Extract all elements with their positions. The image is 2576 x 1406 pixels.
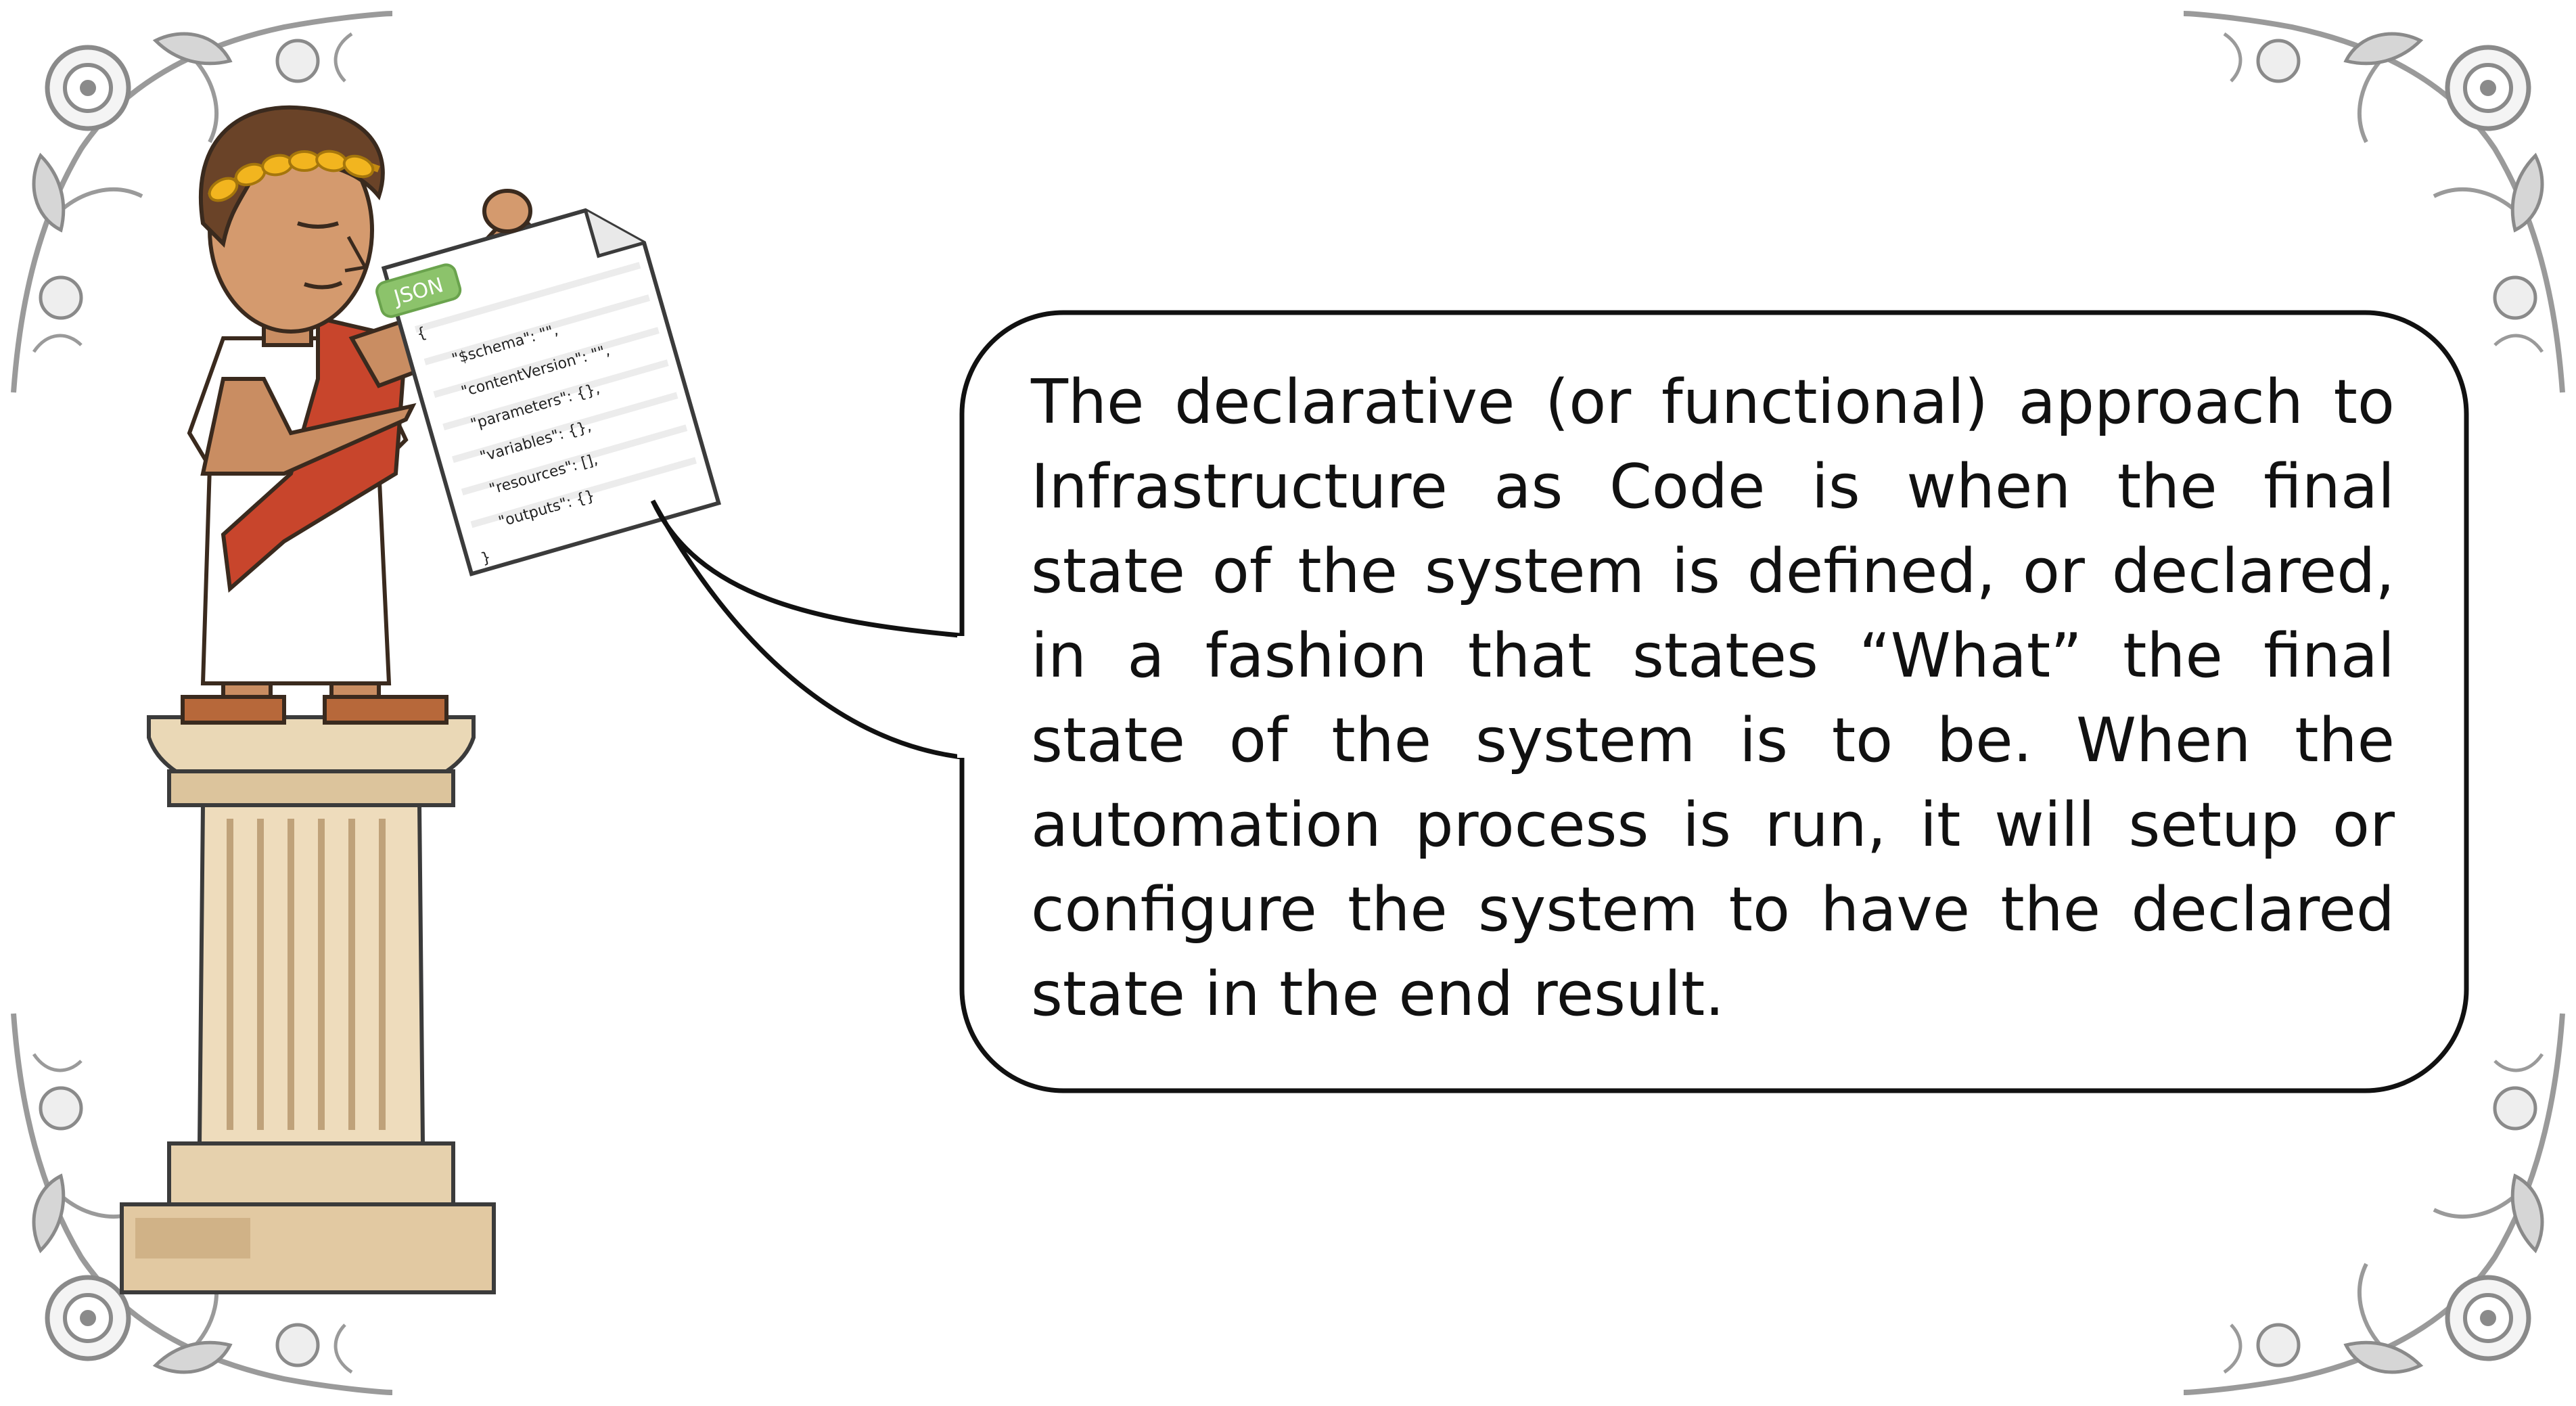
- json-line: {: [415, 324, 428, 343]
- json-line: }: [479, 549, 492, 568]
- speech-bubble-text: The declarative (or functional) approach…: [1031, 367, 2395, 1030]
- speech-bubble: [650, 310, 2469, 1093]
- json-document: JSON { "$schema": "", "contentVersion": …: [375, 208, 722, 576]
- hand: [482, 189, 532, 233]
- json-badge: [375, 263, 462, 318]
- column-pedestal: [120, 715, 496, 1294]
